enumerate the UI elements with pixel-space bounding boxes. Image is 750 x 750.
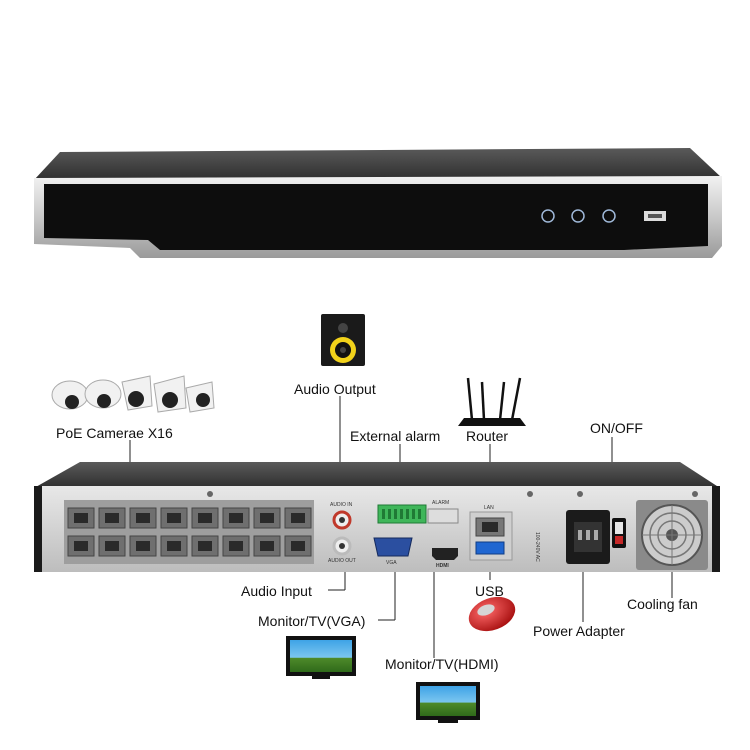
label-audio-output: Audio Output (294, 381, 376, 397)
label-router: Router (466, 428, 509, 444)
nvr-front-view (34, 148, 722, 258)
hdmi-text: HDMI (436, 563, 449, 569)
label-power-adapter: Power Adapter (533, 623, 625, 639)
cooling-fan (636, 500, 708, 570)
power-rating-text: 100-240V AC (534, 532, 540, 562)
camera-icons (51, 375, 215, 413)
tv-vga-icon (286, 636, 356, 679)
vga-port[interactable] (373, 537, 413, 557)
poe-ports (64, 500, 314, 564)
tv-hdmi-icon (416, 682, 480, 723)
speaker-icon (321, 314, 365, 366)
mouse-icon (468, 596, 516, 632)
power-section (566, 510, 626, 564)
label-monitor-vga: Monitor/TV(VGA) (258, 613, 366, 629)
router-icon (458, 377, 526, 426)
power-icon[interactable] (541, 209, 555, 223)
audio-jacks (332, 510, 352, 556)
alarm-terminal[interactable] (377, 504, 459, 524)
label-monitor-hdmi: Monitor/TV(HDMI) (385, 656, 499, 672)
label-cooling-fan: Cooling fan (627, 596, 698, 612)
hdmi-port[interactable] (432, 548, 458, 560)
lan-usb-block (469, 511, 513, 561)
alarm-text: ALARM (432, 500, 450, 506)
label-audio-input: Audio Input (241, 583, 312, 599)
network-icon[interactable] (602, 209, 616, 223)
audio-out-text: AUDIO OUT (328, 558, 356, 564)
usb-port[interactable] (475, 541, 505, 555)
label-usb: USB (475, 583, 504, 599)
label-external-alarm: External alarm (350, 428, 441, 444)
vga-text: VGA (386, 560, 397, 566)
status-icon[interactable] (571, 209, 585, 223)
front-buttons (541, 209, 616, 223)
label-poe-cameras: PoE Camerae X16 (56, 425, 173, 441)
lan-text: LAN (484, 505, 494, 511)
audio-in-text: AUDIO IN (330, 502, 353, 508)
label-on-off: ON/OFF (590, 420, 643, 436)
